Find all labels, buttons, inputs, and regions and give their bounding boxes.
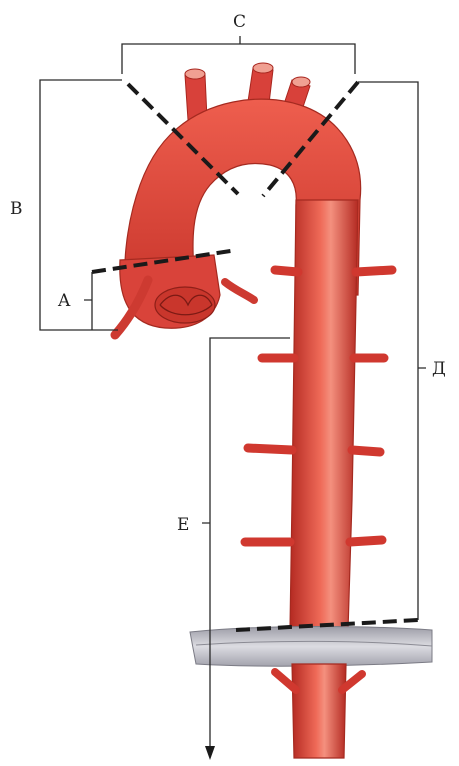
arrow-down-icon	[205, 746, 215, 760]
abdominal-aorta	[292, 664, 346, 758]
coronary-branch-right	[225, 282, 254, 300]
label-b: B	[10, 199, 23, 219]
aorta-illustration	[115, 63, 432, 758]
diaphragm	[190, 626, 432, 666]
label-d: Д	[432, 359, 446, 379]
descending-aorta	[290, 200, 358, 630]
label-c: C	[233, 12, 246, 32]
bracket-a	[84, 272, 92, 330]
label-e: E	[177, 515, 189, 535]
bracket-c	[122, 36, 355, 74]
bracket-b	[40, 80, 122, 330]
label-a: A	[57, 291, 71, 311]
